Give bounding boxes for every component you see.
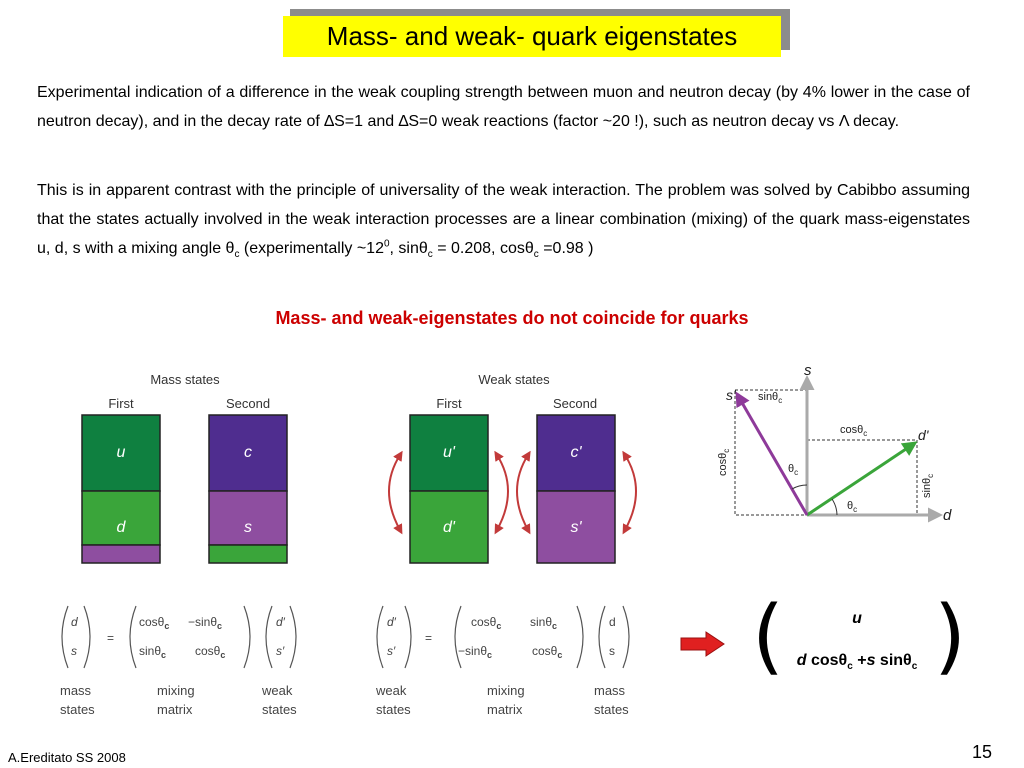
label-d-axis: d <box>943 507 952 524</box>
quark-d: d <box>117 519 127 536</box>
weak-second-column: c' s' <box>536 414 616 564</box>
matrix-equation-1: d s = cosθc −sinθc sinθc cosθc d′ s′ mas… <box>60 605 297 717</box>
mass-second-label: Second <box>226 396 270 411</box>
label-sin-top: sinθc <box>758 391 782 405</box>
m2-equals: = <box>425 631 432 645</box>
p2-text-b: (experimentally ~12 <box>239 240 384 257</box>
m2-label-3: mass <box>594 683 626 698</box>
p2-sub-c-3: c <box>533 249 539 261</box>
paragraph-2: This is in apparent contrast with the pr… <box>37 176 970 263</box>
p1-delta-s1: ∆S=1 <box>324 113 363 130</box>
mixing-arrows <box>388 450 637 535</box>
quark-c: c <box>244 444 252 461</box>
label-cos-left: cosθc <box>717 449 731 476</box>
m1-lhs-top: d <box>71 615 78 629</box>
weak-second-label: Second <box>553 396 597 411</box>
highlight-statement: Mass- and weak-eigenstates do not coinci… <box>275 308 749 328</box>
m1-label-1b: states <box>60 702 95 717</box>
quark-s-prime: s' <box>570 519 582 536</box>
p1-text-c: decay. <box>848 113 900 130</box>
p1-delta-s0: ∆S=0 <box>398 113 438 130</box>
mass-first-label: First <box>108 396 134 411</box>
footer-author: A.Ereditato SS 2008 <box>8 750 126 765</box>
p1-and: and <box>363 113 399 130</box>
formula-d-prime: d cosθc +s sinθc <box>796 652 918 673</box>
d-prime-vector <box>806 441 918 517</box>
m1-m21: sinθc <box>139 644 166 660</box>
m1-m12: −sinθc <box>188 615 222 631</box>
p2-sub-c-2: c <box>427 249 433 261</box>
states-diagram: Mass states First Second u d c s Weak st… <box>81 372 637 564</box>
m2-label-2b: matrix <box>487 702 523 717</box>
p2-theta-3: θ <box>524 240 534 257</box>
p2-sub-c: c <box>234 249 240 261</box>
m1-label-1: mass <box>60 683 92 698</box>
m2-m22: cosθc <box>532 644 562 660</box>
m2-m11: cosθc <box>471 615 501 631</box>
m2-m12: sinθc <box>530 615 557 631</box>
p2-sup-0: 0 <box>383 238 390 250</box>
p2-theta: θ <box>225 240 235 257</box>
m1-rhs-top: d′ <box>276 615 286 629</box>
rotation-diagram: s d s' d' sinθc cosθc cosθc sinθc θc θc <box>717 362 952 524</box>
p1-text-b: weak reactions (factor ~20 !), such as n… <box>437 113 839 130</box>
left-parenthesis: ( <box>752 589 784 684</box>
s-prime-vector <box>735 391 809 516</box>
m2-rhs-top: d <box>609 615 616 629</box>
mass-second-column: c s <box>208 414 288 564</box>
label-cos-top: cosθc <box>840 424 867 438</box>
p2-text-d: = 0.208, cos <box>432 240 525 257</box>
quark-u: u <box>117 444 126 461</box>
quark-c-prime: c' <box>570 444 582 461</box>
slide-title: Mass- and weak- quark eigenstates <box>283 16 781 57</box>
paragraph-1: Experimental indication of a difference … <box>37 78 970 136</box>
page-number: 15 <box>972 742 993 762</box>
p2-theta-2: θ <box>418 240 428 257</box>
p1-text-a: Experimental indication of a difference … <box>37 84 970 130</box>
p2-text-a: This is in apparent contrast with the pr… <box>37 182 970 257</box>
m1-label-2b: matrix <box>157 702 193 717</box>
label-s-prime: s' <box>726 387 737 403</box>
label-theta-2: θc <box>847 500 857 514</box>
weak-first-column: u' d' <box>409 414 489 564</box>
right-parenthesis: ) <box>934 589 966 684</box>
m2-label-3b: states <box>594 702 629 717</box>
m2-label-2: mixing <box>487 683 525 698</box>
theta-arc-1 <box>791 484 808 490</box>
theta-arc-2 <box>831 498 838 516</box>
weak-first-label: First <box>436 396 462 411</box>
projection-lines <box>734 389 918 516</box>
mass-states-title: Mass states <box>150 372 220 387</box>
m1-label-3: weak <box>261 683 293 698</box>
m1-lhs-bottom: s <box>71 644 77 658</box>
formula-top-u: u <box>852 610 862 627</box>
m1-label-2: mixing <box>157 683 195 698</box>
m1-m11: cosθc <box>139 615 169 631</box>
m1-rhs-bottom: s′ <box>276 644 285 658</box>
m2-m21: −sinθc <box>458 644 492 660</box>
label-d-prime: d' <box>918 427 930 443</box>
p1-lambda: Λ <box>838 113 849 130</box>
m1-label-3b: states <box>262 702 297 717</box>
label-s-axis: s <box>804 362 812 379</box>
p2-text-c: , sin <box>389 240 419 257</box>
weak-states-title: Weak states <box>478 372 550 387</box>
red-arrow-icon <box>680 631 725 657</box>
p2-text-e: =0.98 ) <box>538 240 594 257</box>
m2-rhs-bottom: s <box>609 644 615 658</box>
m2-lhs-bottom: s′ <box>387 644 396 658</box>
label-theta-1: θc <box>788 463 798 477</box>
label-sin-right: sinθc <box>921 474 935 498</box>
quark-u-prime: u' <box>443 444 456 461</box>
matrix-equation-2: d′ s′ = cosθc sinθc −sinθc cosθc d s wea… <box>375 605 630 717</box>
m1-m22: cosθc <box>195 644 225 660</box>
m1-equals: = <box>107 631 114 645</box>
quark-s: s <box>244 519 252 536</box>
m2-label-1b: states <box>376 702 411 717</box>
quark-d-prime: d' <box>443 519 456 536</box>
m2-lhs-top: d′ <box>387 615 397 629</box>
m2-label-1: weak <box>375 683 407 698</box>
weak-state-formula: ( ) u d cosθc +s sinθc <box>752 592 966 690</box>
mass-first-column: u d <box>81 414 161 564</box>
